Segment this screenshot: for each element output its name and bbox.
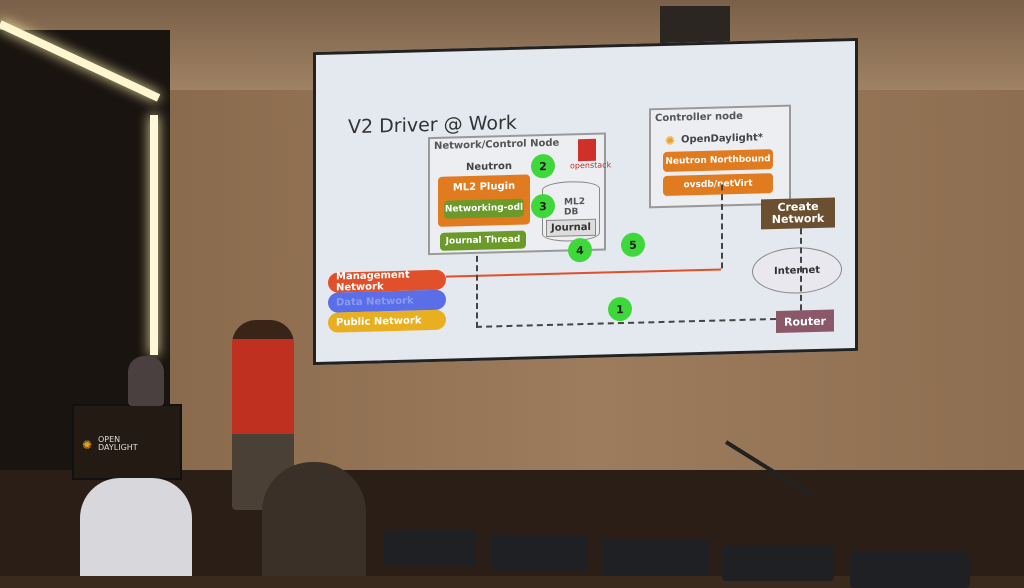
ceiling-vent <box>660 6 730 44</box>
router-box: Router <box>776 309 834 334</box>
step-4-badge: 4 <box>568 237 592 263</box>
person-at-podium <box>128 356 164 406</box>
seat <box>850 552 970 588</box>
journal-label: Journal <box>546 218 596 238</box>
opendaylight-flower-icon: ✺ <box>82 438 93 452</box>
seat <box>490 535 588 571</box>
controller-node: Controller node ✺ OpenDaylight* Neutron … <box>649 104 791 209</box>
seat <box>602 540 710 576</box>
public-network: Public Network <box>328 309 446 333</box>
create-network-banner: Create Network <box>761 197 835 230</box>
openstack-logo-text: openstack <box>570 160 612 171</box>
podium: ✺ OPEN DAYLIGHT <box>72 404 182 480</box>
journal-thread: Journal Thread <box>440 230 526 251</box>
wall-light <box>150 115 158 355</box>
management-line <box>446 268 721 278</box>
opendaylight-flower-icon: ✺ <box>665 133 676 148</box>
podium-logo: OPEN DAYLIGHT <box>98 435 138 452</box>
controller-label: Controller node <box>655 110 743 125</box>
path-1-vertical <box>476 255 478 328</box>
opendaylight-label: OpenDaylight* <box>681 132 763 146</box>
step-1-badge: 1 <box>608 296 632 322</box>
ovsdb-netvirt: ovsdb/netVirt <box>663 173 773 196</box>
seat <box>384 530 476 566</box>
neutron-northbound: Neutron Northbound <box>663 149 773 172</box>
step-5-badge: 5 <box>621 232 645 258</box>
slide-title: V2 Driver @ Work <box>348 111 517 139</box>
path-5-vertical <box>721 184 723 269</box>
audience-member <box>80 478 192 576</box>
audience-head <box>262 462 366 576</box>
networking-odl: Networking-odl <box>444 198 524 219</box>
path-1-line <box>476 318 776 328</box>
node-label: Network/Control Node <box>434 137 560 152</box>
seat <box>722 545 834 581</box>
ml2-db-label: ML2 DB <box>564 197 585 218</box>
neutron-label: Neutron <box>466 160 512 174</box>
router-to-create-line <box>800 228 802 311</box>
projection-screen: V2 Driver @ Work Network/Control Node Ne… <box>313 37 858 366</box>
network-control-node: Network/Control Node Neutron ML2 Plugin … <box>428 132 611 256</box>
internet-cloud: Internet <box>752 246 842 295</box>
openstack-logo-icon <box>578 138 596 162</box>
ml2-plugin-label: ML2 Plugin <box>452 180 516 194</box>
